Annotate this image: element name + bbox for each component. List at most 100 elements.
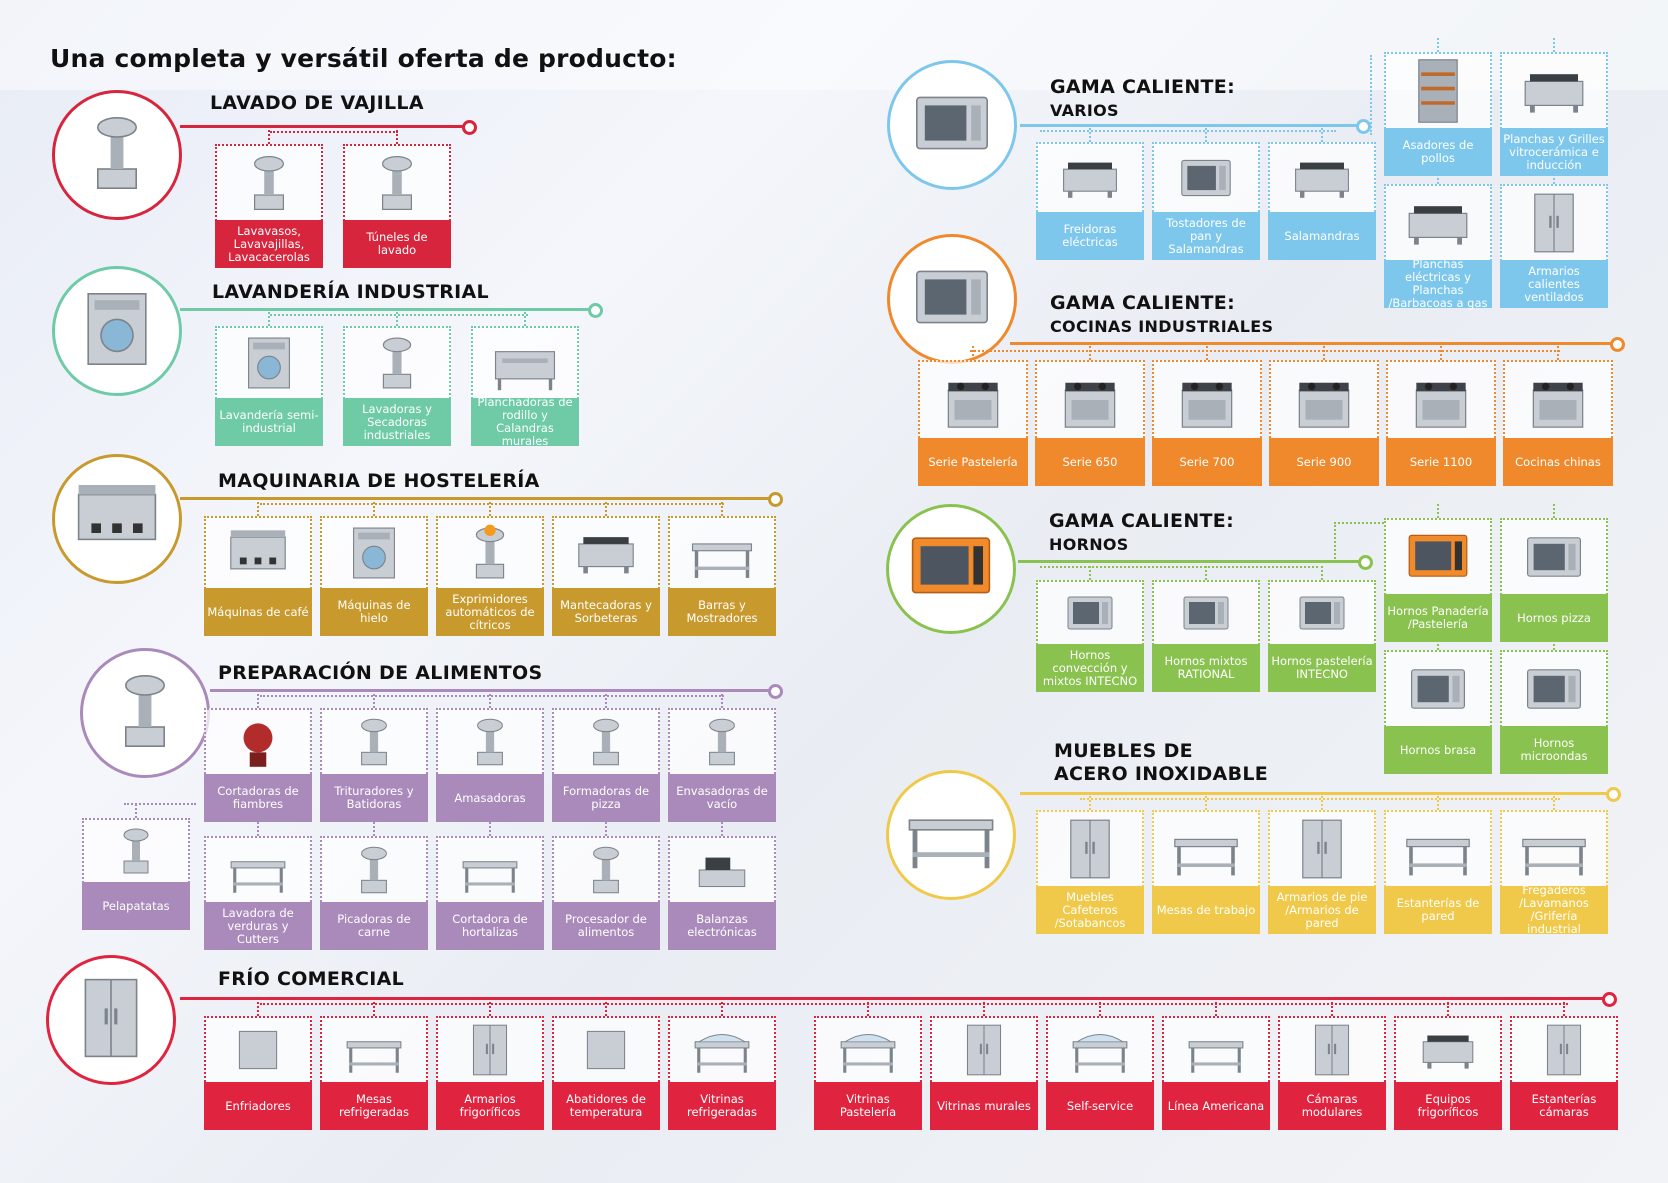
preparacion-card-a-1[interactable]: Trituradores y Batidoras: [320, 708, 428, 822]
muebles-card-1[interactable]: Mesas de trabajo: [1152, 810, 1260, 934]
frio-card-2[interactable]: Armarios frigoríficos: [436, 1016, 544, 1130]
pastry-oven-icon: [1270, 582, 1374, 644]
cocinas-card-2[interactable]: Serie 700: [1152, 360, 1262, 486]
range-700-icon: [1154, 362, 1260, 438]
frio-card-4[interactable]: Vitrinas refrigeradas: [668, 1016, 776, 1130]
preparacion-extra-card[interactable]: Pelapatatas: [82, 818, 190, 930]
preparacion-card-b-1[interactable]: Picadoras de carne: [320, 836, 428, 950]
cocinas-card-3[interactable]: Serie 900: [1269, 360, 1379, 486]
frio-card-7[interactable]: Self-service: [1046, 1016, 1154, 1130]
frio-card-5-label: Vitrinas Pastelería: [814, 1082, 922, 1130]
varios-side-card-1[interactable]: Planchas y Grilles vitrocerámica e induc…: [1500, 52, 1608, 176]
hornos-side-card-3[interactable]: Hornos microondas: [1500, 650, 1608, 774]
roller-ironer-icon: [473, 328, 577, 398]
cocinas-card-0[interactable]: Serie Pastelería: [918, 360, 1028, 486]
lavado-card-1-label: Túneles de lavado: [343, 220, 451, 268]
muebles-card-2[interactable]: Armarios de pie /Armarios de pared: [1268, 810, 1376, 934]
blast-chiller-icon: [554, 1018, 658, 1082]
hornos-side-card-3-connector: [1553, 636, 1555, 650]
washer-dryer-icon: [69, 281, 165, 381]
preparacion-card-b-3[interactable]: Procesador de alimentos: [552, 836, 660, 950]
tunnel-washer-icon: [345, 146, 449, 220]
preparacion-card-a-4[interactable]: Envasadoras de vacío: [668, 708, 776, 822]
preparacion-card-a-3[interactable]: Formadoras de pizza: [552, 708, 660, 822]
hosteleria-card-2[interactable]: Exprimidores automáticos de cítricos: [436, 516, 544, 636]
hornos-side-card-0[interactable]: Hornos Panadería /Pastelería: [1384, 518, 1492, 642]
preparacion-card-b-2[interactable]: Cortadora de hortalizas: [436, 836, 544, 950]
section-muebles-circle[interactable]: [886, 770, 1016, 900]
lavanderia-card-2[interactable]: Planchadoras de rodillo y Calandras mura…: [471, 326, 579, 448]
frio-card-10[interactable]: Equipos frigoríficos: [1394, 1016, 1502, 1130]
section-frio-branch: [260, 1003, 1568, 1005]
cocinas-card-0-connector: [972, 346, 974, 360]
frio-card-0[interactable]: Enfriadores: [204, 1016, 312, 1130]
preparacion-card-a-1-label: Trituradores y Batidoras: [320, 774, 428, 822]
hand-blender-icon: [322, 710, 426, 774]
varios-side-card-3[interactable]: Armarios calientes ventilados: [1500, 184, 1608, 308]
bakery-oven-icon: [1386, 520, 1490, 594]
section-varios-circle[interactable]: [887, 60, 1017, 190]
frio-card-10-label: Equipos frigoríficos: [1394, 1082, 1502, 1130]
preparacion-card-b-1-connector: [373, 822, 375, 836]
section-preparacion-circle[interactable]: [80, 648, 210, 778]
varios-card-0-connector: [1089, 128, 1091, 142]
section-cocinas-circle[interactable]: [887, 234, 1017, 364]
cocinas-card-5-label: Cocinas chinas: [1503, 438, 1613, 486]
muebles-card-0[interactable]: Muebles Cafeteros /Sotabancos: [1036, 810, 1144, 934]
hornos-side-connector: [1334, 522, 1336, 562]
preparacion-card-b-4[interactable]: Balanzas electrónicas: [668, 836, 776, 950]
section-frio-circle[interactable]: [46, 955, 176, 1085]
hosteleria-card-1[interactable]: Máquinas de hielo: [320, 516, 428, 636]
section-varios-line: [1020, 124, 1360, 127]
hornos-card-2[interactable]: Hornos pastelería INTECNO: [1268, 580, 1376, 692]
frio-card-1-connector: [373, 1002, 375, 1016]
varios-side-card-0[interactable]: Asadores de pollos: [1384, 52, 1492, 176]
section-lavado-line: [180, 125, 466, 128]
frio-card-5[interactable]: Vitrinas Pastelería: [814, 1016, 922, 1130]
section-lavanderia-circle[interactable]: [52, 266, 182, 396]
section-preparacion-heading-text: PREPARACIÓN DE ALIMENTOS: [218, 662, 543, 684]
section-hornos-circle[interactable]: [886, 504, 1016, 634]
cocinas-card-4[interactable]: Serie 1100: [1386, 360, 1496, 486]
muebles-card-4-label: Fregaderos /Lavamanos /Grifería industri…: [1500, 884, 1608, 936]
hornos-card-0[interactable]: Hornos convección y mixtos INTECNO: [1036, 580, 1144, 692]
section-cocinas-heading-subtitle: COCINAS INDUSTRIALES: [1050, 317, 1274, 336]
muebles-card-3[interactable]: Estanterías de pared: [1384, 810, 1492, 934]
section-hornos-branch: [1040, 566, 1318, 568]
cocinas-card-3-label: Serie 900: [1269, 438, 1379, 486]
section-hosteleria-line: [180, 497, 772, 500]
frio-card-0-connector: [257, 1002, 259, 1016]
hornos-side-card-1[interactable]: Hornos pizza: [1500, 518, 1608, 642]
preparacion-card-a-0[interactable]: Cortadoras de fiambres: [204, 708, 312, 822]
lavanderia-card-0[interactable]: Lavandería semi-industrial: [215, 326, 323, 446]
hosteleria-card-3[interactable]: Mantecadoras y Sorbeteras: [552, 516, 660, 636]
varios-card-0[interactable]: Freidoras eléctricas: [1036, 142, 1144, 260]
hornos-side-card-2[interactable]: Hornos brasa: [1384, 650, 1492, 774]
frio-card-2-connector: [489, 1002, 491, 1016]
varios-card-1[interactable]: Tostadores de pan y Salamandras: [1152, 142, 1260, 260]
frio-card-3[interactable]: Abatidores de temperatura: [552, 1016, 660, 1130]
section-lavado-circle[interactable]: [52, 90, 182, 220]
hosteleria-card-4[interactable]: Barras y Mostradores: [668, 516, 776, 636]
hornos-card-1-label: Hornos mixtos RATIONAL: [1152, 644, 1260, 692]
varios-side-card-2[interactable]: Planchas eléctricas y Planchas /Barbacoa…: [1384, 184, 1492, 310]
varios-card-2[interactable]: Salamandras: [1268, 142, 1376, 260]
lavado-card-1[interactable]: Túneles de lavado: [343, 144, 451, 268]
lavado-card-0[interactable]: Lavavasos, Lavavajillas, Lavacacerolas: [215, 144, 323, 268]
cocinas-card-5[interactable]: Cocinas chinas: [1503, 360, 1613, 486]
cocinas-card-1[interactable]: Serie 650: [1035, 360, 1145, 486]
frio-card-11[interactable]: Estanterías cámaras: [1510, 1016, 1618, 1130]
hornos-card-1[interactable]: Hornos mixtos RATIONAL: [1152, 580, 1260, 692]
muebles-card-4[interactable]: Fregaderos /Lavamanos /Grifería industri…: [1500, 810, 1608, 936]
section-hosteleria-circle[interactable]: [52, 454, 182, 584]
preparacion-card-b-0[interactable]: Lavadora de verduras y Cutters: [204, 836, 312, 950]
frio-card-6[interactable]: Vitrinas murales: [930, 1016, 1038, 1130]
meat-grinder-icon: [322, 838, 426, 902]
frio-card-0-label: Enfriadores: [204, 1082, 312, 1130]
preparacion-card-a-2[interactable]: Amasadoras: [436, 708, 544, 822]
frio-card-9[interactable]: Cámaras modulares: [1278, 1016, 1386, 1130]
frio-card-8[interactable]: Línea Americana: [1162, 1016, 1270, 1130]
lavanderia-card-1[interactable]: Lavadoras y Secadoras industriales: [343, 326, 451, 446]
hosteleria-card-0[interactable]: Máquinas de café: [204, 516, 312, 636]
frio-card-1[interactable]: Mesas refrigeradas: [320, 1016, 428, 1130]
